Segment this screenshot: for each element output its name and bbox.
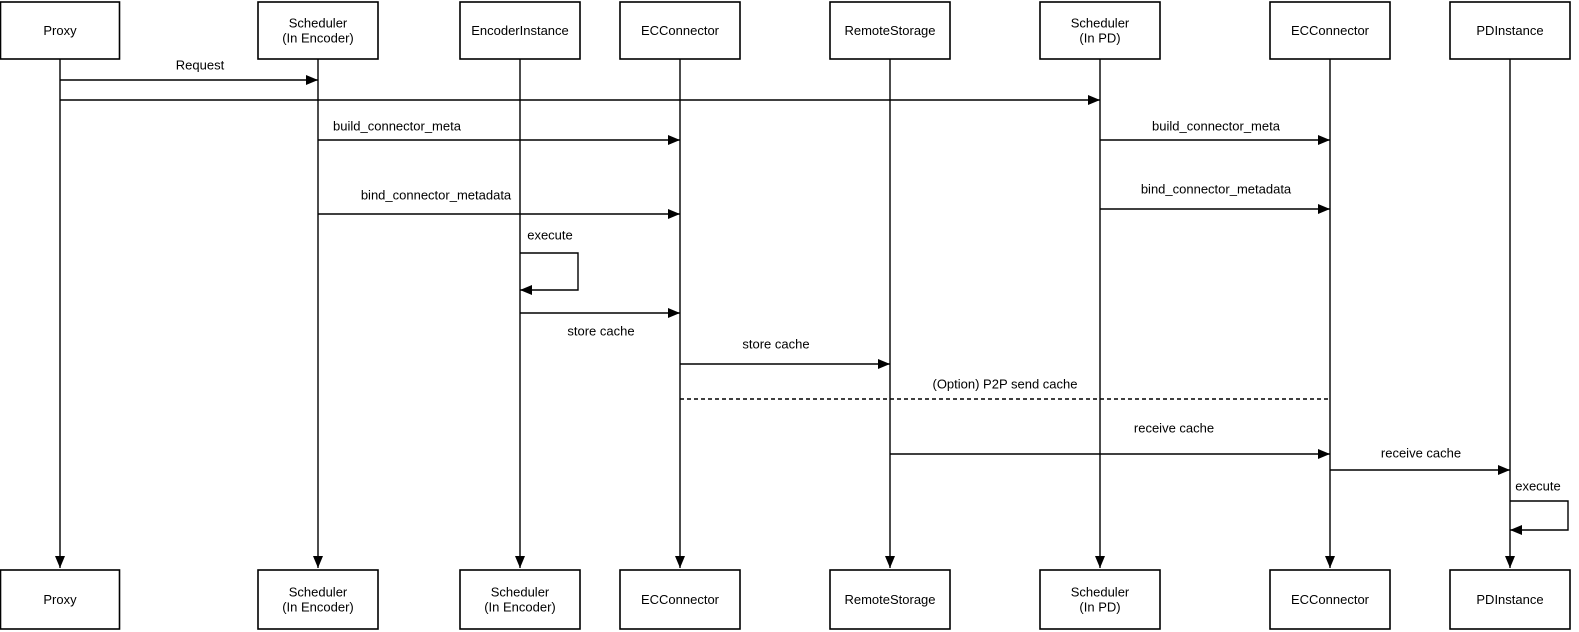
- actor-top-box-scheduler-in-encoder: [257, 1, 379, 60]
- actor-top-label-scheduler-in-pd: Scheduler(In PD): [1071, 16, 1130, 46]
- actor-bottom-box-ec-connector-encoder: [619, 569, 741, 630]
- message-label-build-connector-meta-encoder: build_connector_meta: [333, 119, 462, 134]
- actor-bottom-box-scheduler-in-pd: [1039, 569, 1161, 630]
- actor-top-label-ec-connector-encoder: ECConnector: [641, 23, 720, 38]
- actor-bottom-box-encoder-instance: [459, 569, 581, 630]
- message-label-execute-pd: execute: [1515, 479, 1561, 494]
- actor-bottom-box-proxy: [0, 569, 121, 630]
- actor-bottom-box-ec-connector-pd: [1269, 569, 1391, 630]
- actor-top-label-pd-instance: PDInstance: [1476, 23, 1543, 38]
- actor-top-box-scheduler-in-pd: [1039, 1, 1161, 60]
- actor-bottom-label-ec-connector-encoder: ECConnector: [641, 592, 720, 607]
- actor-top-box-proxy: [0, 1, 121, 60]
- message-label-p2p-send-cache: (Option) P2P send cache: [932, 377, 1077, 392]
- message-label-request: Request: [176, 58, 225, 73]
- actor-top-label-ec-connector-pd: ECConnector: [1291, 23, 1370, 38]
- actor-top-box-ec-connector-encoder: [619, 1, 741, 60]
- message-label-receive-cache-ec-to-pd: receive cache: [1381, 446, 1461, 461]
- message-label-bind-connector-metadata-pd: bind_connector_metadata: [1141, 182, 1292, 197]
- actor-top-box-pd-instance: [1449, 1, 1571, 60]
- actor-top-label-encoder-instance: EncoderInstance: [471, 23, 569, 38]
- actor-top-label-remote-storage: RemoteStorage: [844, 23, 935, 38]
- actor-bottom-box-remote-storage: [829, 569, 951, 630]
- actor-bottom-label-proxy: Proxy: [43, 592, 77, 607]
- message-label-execute-encoder: execute: [527, 228, 573, 243]
- actor-bottom-label-pd-instance: PDInstance: [1476, 592, 1543, 607]
- actor-top-label-scheduler-in-encoder: Scheduler(In Encoder): [282, 16, 354, 46]
- message-execute-pd: [1510, 500, 1569, 535]
- actor-bottom-label-remote-storage: RemoteStorage: [844, 592, 935, 607]
- message-label-receive-cache-remote-to-ec: receive cache: [1134, 421, 1214, 436]
- actor-top-box-remote-storage: [829, 1, 951, 60]
- message-label-store-cache-encoder-to-ec: store cache: [567, 324, 634, 339]
- message-label-store-cache-ec-to-remote: store cache: [742, 337, 809, 352]
- actor-bottom-label-encoder-instance: Scheduler(In Encoder): [484, 585, 556, 615]
- message-label-bind-connector-metadata-encoder: bind_connector_metadata: [361, 188, 512, 203]
- actor-top-box-ec-connector-pd: [1269, 1, 1391, 60]
- actor-bottom-label-ec-connector-pd: ECConnector: [1291, 592, 1370, 607]
- actor-top-box-encoder-instance: [459, 1, 581, 60]
- message-execute-encoder: [520, 252, 579, 295]
- actor-bottom-box-pd-instance: [1449, 569, 1571, 630]
- actor-bottom-label-scheduler-in-pd: Scheduler(In PD): [1071, 585, 1130, 615]
- actor-top-label-proxy: Proxy: [43, 23, 77, 38]
- actor-bottom-label-scheduler-in-encoder: Scheduler(In Encoder): [282, 585, 354, 615]
- message-label-build-connector-meta-pd: build_connector_meta: [1152, 119, 1281, 134]
- actor-bottom-box-scheduler-in-encoder: [257, 569, 379, 630]
